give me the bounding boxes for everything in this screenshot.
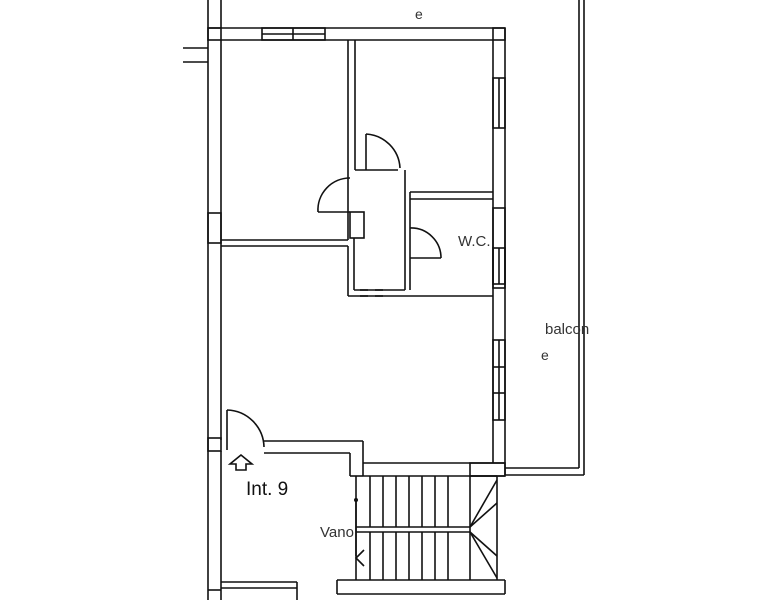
right-window-wc (492, 247, 506, 285)
door-entrance (226, 409, 265, 450)
left-external-walls (183, 0, 222, 600)
bottom-left-walls (208, 581, 298, 600)
door-wc (409, 227, 442, 259)
outer-wall (207, 27, 506, 475)
top-window (261, 27, 326, 41)
stair-start-dot (354, 498, 358, 502)
balcony-outline (505, 0, 585, 476)
staircase (336, 475, 506, 595)
unit-label: Int. 9 (246, 479, 289, 500)
wc-label: W.C. (458, 233, 491, 250)
top-marker-label: e (415, 6, 423, 22)
right-window-upper (492, 77, 506, 129)
balcony-label: balcon (545, 321, 590, 338)
stairwell-label: Vano (320, 524, 354, 541)
entrance-wall (264, 440, 506, 477)
interior-partitions (221, 40, 493, 297)
balcony-marker-label: e (541, 347, 549, 363)
up-arrow-outline-icon (227, 453, 255, 471)
corridor-opening (360, 289, 383, 297)
right-window-lower (492, 339, 506, 421)
door-left-room (317, 177, 351, 213)
door-top (365, 133, 401, 170)
